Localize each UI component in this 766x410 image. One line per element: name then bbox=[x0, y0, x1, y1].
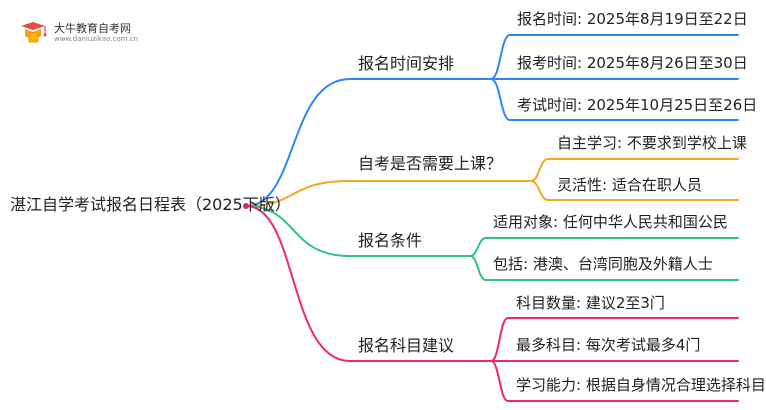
branch-connector bbox=[245, 78, 351, 207]
branch-connector bbox=[245, 205, 351, 257]
leaf-signup-period: 报名时间: 2025年8月19日至22日 bbox=[517, 10, 748, 28]
leaf-apply-period: 报考时间: 2025年8月26日至30日 bbox=[517, 54, 748, 72]
leaf-exam-period: 考试时间: 2025年10月25日至26日 bbox=[517, 96, 758, 114]
leaf-max-subjects: 最多科目: 每次考试最多4门 bbox=[516, 336, 701, 354]
branch-connector bbox=[245, 180, 351, 207]
leaf-connector bbox=[469, 255, 487, 281]
leaf-connector bbox=[490, 360, 509, 402]
logo-title: 大牛教育自考网 bbox=[54, 22, 131, 35]
leaf-connector bbox=[530, 158, 549, 182]
leaf-connector bbox=[530, 180, 549, 201]
logo-url: www.daniuzikao.com.cn bbox=[54, 35, 138, 43]
root-node-dot bbox=[243, 203, 249, 209]
leaf-self-study: 自主学习: 不要求到学校上课 bbox=[557, 134, 747, 152]
leaf-includes: 包括: 港澳、台湾同胞及外籍人士 bbox=[493, 255, 713, 273]
mindmap-canvas: 大牛教育自考网 www.daniuzikao.com.cn 湛江自学考试报名日程… bbox=[10, 10, 766, 402]
branch-eligibility: 报名条件 bbox=[358, 231, 423, 250]
site-logo: 大牛教育自考网 www.daniuzikao.com.cn bbox=[16, 16, 138, 48]
leaf-study-ability: 学习能力: 根据自身情况合理选择科目 bbox=[516, 376, 766, 394]
root-topic: 湛江自学考试报名日程表（2025下版） bbox=[10, 195, 291, 214]
mindmap-connectors bbox=[243, 34, 739, 402]
branch-class-required: 自考是否需要上课？ bbox=[358, 154, 503, 173]
leaf-subject-count: 科目数量: 建议2至3门 bbox=[516, 294, 665, 312]
branch-subject-advice: 报名科目建议 bbox=[358, 336, 455, 355]
branch-connector bbox=[245, 205, 351, 362]
book-logo-icon bbox=[21, 22, 47, 43]
leaf-connector bbox=[490, 317, 509, 362]
leaf-connector bbox=[469, 237, 487, 257]
leaf-eligible-people: 适用对象: 任何中华人民共和国公民 bbox=[493, 213, 728, 231]
branch-signup-schedule: 报名时间安排 bbox=[358, 54, 455, 73]
leaf-flexibility: 灵活性: 适合在职人员 bbox=[557, 176, 702, 194]
leaf-connector bbox=[490, 78, 511, 121]
leaf-connector bbox=[490, 34, 511, 80]
